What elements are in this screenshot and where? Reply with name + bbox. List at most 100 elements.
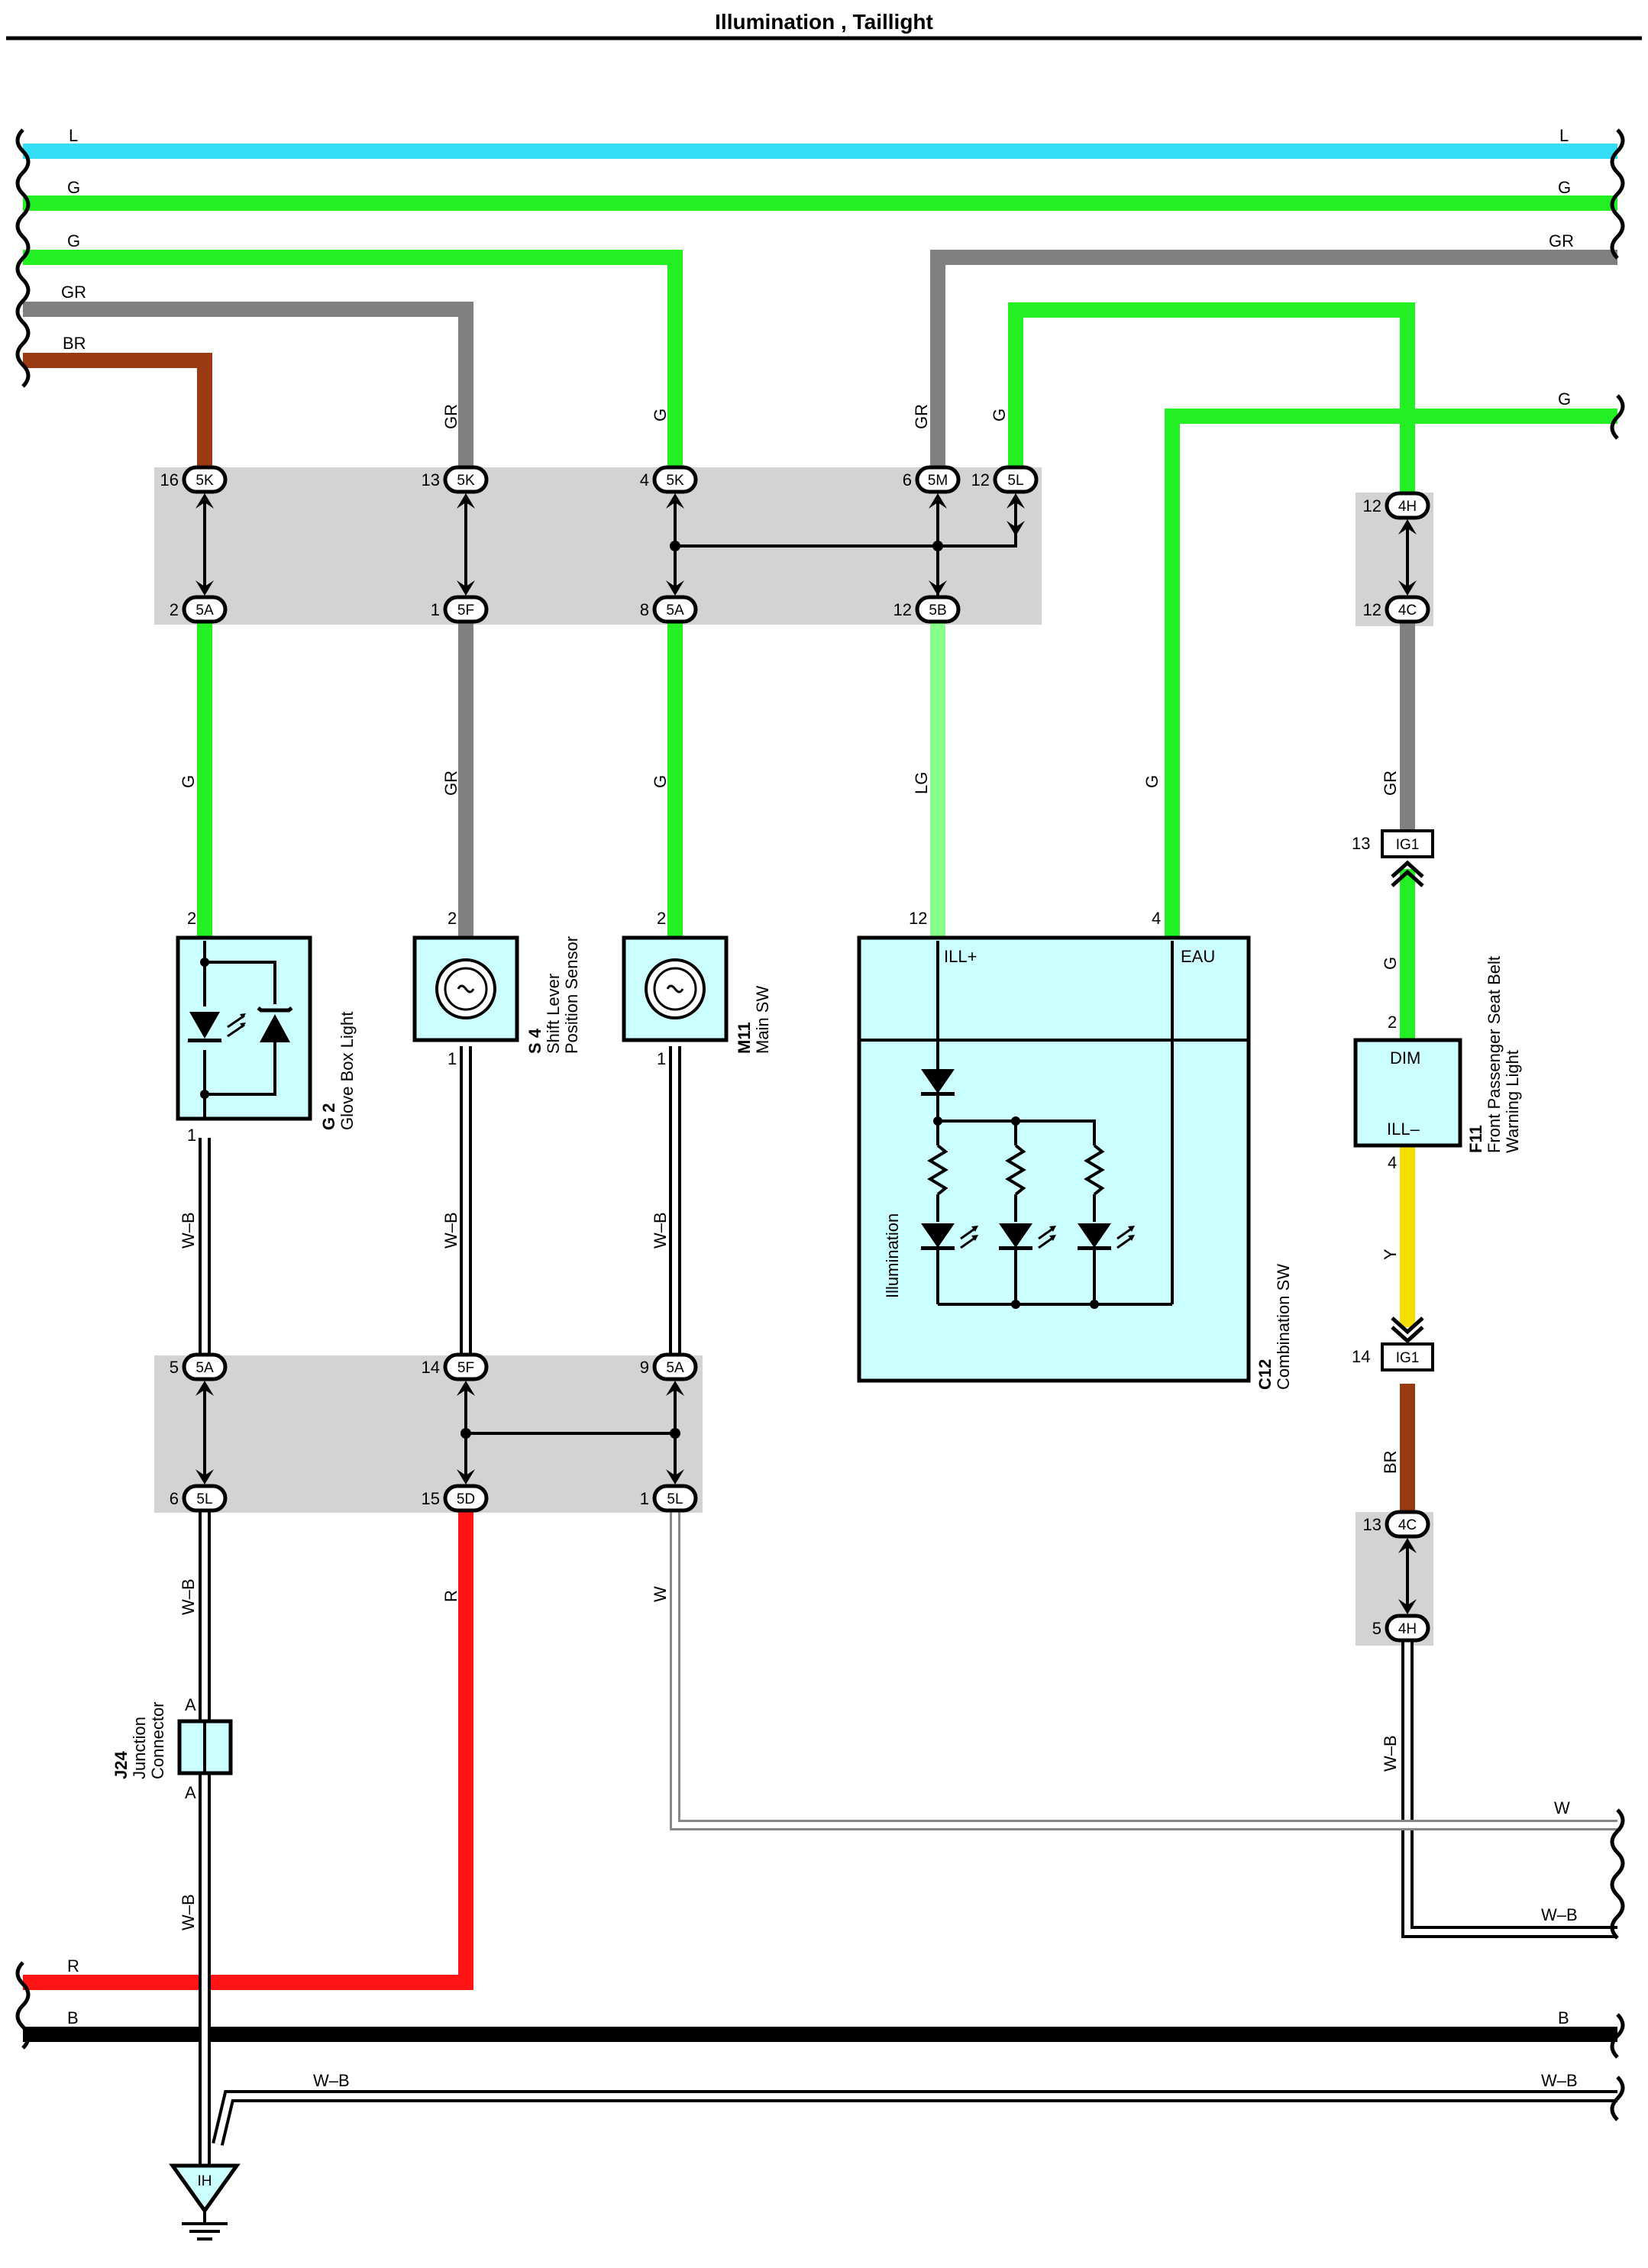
wire-label-y-ill: Y xyxy=(1381,1249,1400,1260)
led-icon xyxy=(921,1223,955,1248)
connector-top-lower-1-pin: 1 xyxy=(431,600,440,619)
connector-top-2[interactable]: 5K4 xyxy=(640,465,698,494)
ig1-top-tag: IG1 xyxy=(1396,837,1420,853)
bus-label-w-right: W xyxy=(1554,1798,1570,1817)
wire-label-g-dim: G xyxy=(1381,957,1400,970)
connector-right-b-1[interactable]: 4H5 xyxy=(1372,1614,1430,1643)
bus-label-b-left: B xyxy=(67,2008,79,2027)
connector-right-b-0-pin: 13 xyxy=(1363,1515,1381,1534)
ground-icon xyxy=(169,2163,241,2215)
bus-label-b-right: B xyxy=(1558,2008,1569,2027)
connector-top-lower-3-tag: 5B xyxy=(929,603,946,619)
arrow-up-icon xyxy=(929,493,947,509)
component-g2[interactable]: 2 1 G 2 Glove Box Light xyxy=(176,909,357,1145)
c12-name: Combination SW xyxy=(1274,1264,1293,1390)
g2-pin-top: 2 xyxy=(187,909,196,928)
connector-ig1-13[interactable]: IG1 13 xyxy=(1352,829,1434,887)
connector-arrows-bottom-1 xyxy=(457,1381,475,1485)
connector-bottom-lower-1-pin: 15 xyxy=(422,1489,440,1508)
m11-name: Main SW xyxy=(753,986,772,1054)
connector-top-0-tag: 5K xyxy=(195,473,214,489)
c12-inner-label: Illumination xyxy=(883,1213,902,1298)
f11-ill-minus: ILL– xyxy=(1387,1119,1420,1139)
connector-top-3[interactable]: 5M6 xyxy=(903,465,961,494)
component-s4[interactable]: 2 1 S 4 Shift Lever Position Sensor xyxy=(412,909,581,1068)
arrow-up-icon xyxy=(666,493,684,509)
wire-label-g-eau: G xyxy=(1142,775,1162,788)
connector-bottom-2[interactable]: 5A9 xyxy=(640,1352,698,1381)
zener-icon xyxy=(260,1014,290,1042)
wire-br-to-5k16 xyxy=(23,353,212,484)
ground-ih: IH xyxy=(169,2163,241,2241)
component-m11[interactable]: 2 1 M11 Main SW xyxy=(622,909,772,1068)
connector-right-a-1-pin: 12 xyxy=(1363,600,1381,619)
f11-dim: DIM xyxy=(1390,1048,1420,1068)
bus-label-wb-bottom-left: W–B xyxy=(313,2071,350,2090)
connector-arrows-top-0 xyxy=(195,493,214,596)
connector-top-lower-1[interactable]: 5F 1 xyxy=(431,595,489,624)
connector-right-a-0-tag: 4H xyxy=(1398,499,1417,515)
connector-bottom-lower-2[interactable]: 5L1 xyxy=(640,1484,698,1513)
wire-label-w-5l: W xyxy=(651,1586,670,1602)
connector-right-a-1[interactable]: 4C 12 xyxy=(1363,595,1430,624)
wire-break-marks xyxy=(15,128,1625,2121)
component-j24[interactable]: A A J24 Junction Connector xyxy=(111,1695,233,1802)
connector-top-2-pin: 4 xyxy=(640,470,649,489)
connector-right-b-0[interactable]: 4C 13 xyxy=(1363,1510,1430,1539)
component-f11[interactable]: DIM ILL– 2 4 F11 Front Passenger Seat Be… xyxy=(1353,956,1522,1172)
connector-top-lower-1-tag: 5F xyxy=(457,603,474,619)
connector-arrows-5l xyxy=(1007,493,1025,536)
c12-ill-plus: ILL+ xyxy=(944,947,977,966)
wire-label-g-5l12: G xyxy=(990,409,1009,422)
connector-bottom-lower-0[interactable]: 5L6 xyxy=(170,1484,228,1513)
connector-bottom-1-pin: 14 xyxy=(422,1358,440,1377)
wire-g-to-5k4 xyxy=(23,250,683,484)
connector-arrows-top-3 xyxy=(929,493,947,596)
c12-illumination-circuit xyxy=(927,941,1174,1306)
connector-top-lower-2[interactable]: 5A8 xyxy=(640,595,698,624)
connector-ig1-14[interactable]: IG1 14 xyxy=(1352,1317,1434,1371)
connector-bottom-0-tag: 5A xyxy=(195,1360,214,1376)
connector-arrows-bottom-2 xyxy=(666,1381,684,1485)
component-c12[interactable]: ILL+ EAU 12 4 Illumination xyxy=(857,909,1293,1390)
combination-sw-box[interactable] xyxy=(857,935,1251,1383)
m11-pin-bottom: 1 xyxy=(657,1049,666,1068)
j24-code: J24 xyxy=(111,1751,131,1779)
m11-pin-top: 2 xyxy=(657,909,666,928)
connector-right-b-0-tag: 4C xyxy=(1398,1517,1417,1533)
j24-pin-top: A xyxy=(185,1695,196,1714)
connector-top-lower-0[interactable]: 5A2 xyxy=(170,595,228,624)
seat-belt-warning-box[interactable] xyxy=(1353,1038,1462,1148)
c12-eau: EAU xyxy=(1181,947,1215,966)
arrow-up-icon xyxy=(195,493,214,509)
arrow-down-icon xyxy=(1007,521,1025,536)
glove-box-light-box[interactable] xyxy=(176,935,312,1121)
f11-pin-bottom: 4 xyxy=(1388,1153,1397,1172)
bus-label-wb-bottom-right: W–B xyxy=(1541,2071,1578,2090)
wire-label-br-4c: BR xyxy=(1381,1450,1400,1474)
connector-bottom-0[interactable]: 5A5 xyxy=(170,1352,228,1381)
arrow-down-icon xyxy=(666,1469,684,1485)
j24-name1: Junction xyxy=(130,1717,149,1779)
connector-top-lower-2-pin: 8 xyxy=(640,600,649,619)
wire-label-gr-5k13: GR xyxy=(441,404,460,429)
bus-label-r-left: R xyxy=(67,1956,79,1976)
wire-gr-to-5m6 xyxy=(930,250,1617,484)
arrow-up-icon xyxy=(1398,519,1417,535)
wire-label-gr-shift: GR xyxy=(441,771,460,796)
wire-g-5l12-to-4h xyxy=(1008,302,1415,496)
bus-label-l-right: L xyxy=(1559,126,1569,145)
connector-bottom-lower-2-tag: 5L xyxy=(667,1491,683,1507)
c12-code: C12 xyxy=(1255,1359,1275,1390)
bus-label-g2-left: G xyxy=(67,231,80,250)
bus-label-g1-right: G xyxy=(1558,178,1571,197)
s4-pin-bottom: 1 xyxy=(448,1049,457,1068)
connector-right-a-1-tag: 4C xyxy=(1398,603,1417,619)
